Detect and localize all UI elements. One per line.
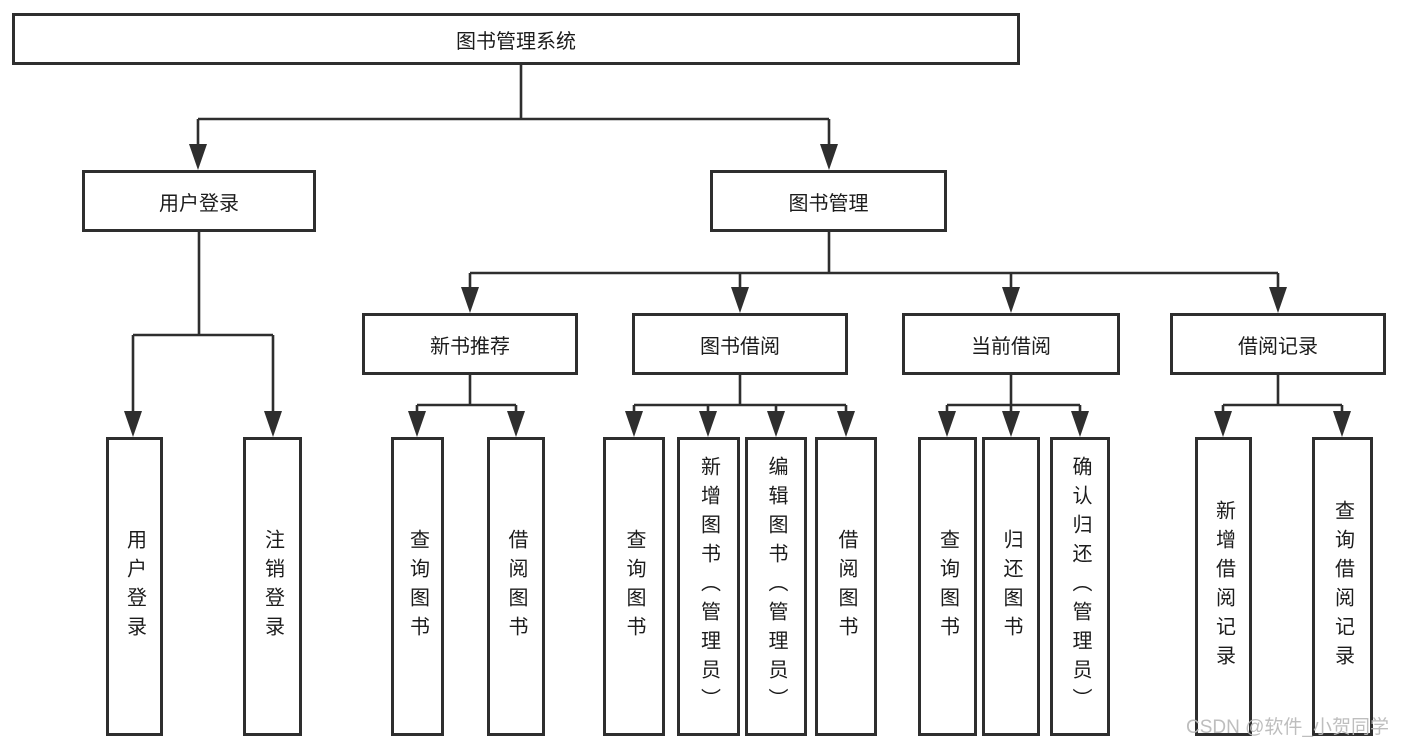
arrow-down-marker: [820, 144, 838, 170]
leaf-add-books-admin: 新增图书（管理员）: [677, 437, 740, 736]
node-user-login: 用户登录: [82, 170, 316, 232]
arrow-down-marker: [507, 411, 525, 437]
arrow-down-marker: [938, 411, 956, 437]
leaf-borrow-books-recommend: 借阅图书: [487, 437, 545, 736]
node-book-borrowing: 图书借阅: [632, 313, 848, 375]
arrow-down-marker: [767, 411, 785, 437]
arrow-down-marker: [1269, 287, 1287, 313]
leaf-query-borrow-record: 查询借阅记录: [1312, 437, 1373, 736]
node-current-borrowing: 当前借阅: [902, 313, 1120, 375]
arrow-down-marker: [264, 411, 282, 437]
arrow-down-marker: [408, 411, 426, 437]
arrow-down-marker: [461, 287, 479, 313]
node-book-management: 图书管理: [710, 170, 947, 232]
arrow-down-marker: [1214, 411, 1232, 437]
leaf-query-books-current: 查询图书: [918, 437, 977, 736]
arrow-down-marker: [124, 411, 142, 437]
leaf-query-books-recommend: 查询图书: [391, 437, 444, 736]
arrow-down-marker: [731, 287, 749, 313]
arrow-down-marker: [1002, 411, 1020, 437]
leaf-logout: 注销登录: [243, 437, 302, 736]
arrow-down-marker: [1071, 411, 1089, 437]
leaf-query-books-borrow: 查询图书: [603, 437, 665, 736]
arrow-down-marker: [625, 411, 643, 437]
node-new-book-recommendation: 新书推荐: [362, 313, 578, 375]
node-library-management-system: 图书管理系统: [12, 13, 1020, 65]
csdn-watermark: CSDN @软件_小贺同学: [1186, 717, 1389, 738]
arrow-down-marker: [1333, 411, 1351, 437]
arrow-down-marker: [699, 411, 717, 437]
leaf-add-borrow-record: 新增借阅记录: [1195, 437, 1252, 736]
arrow-down-marker: [189, 144, 207, 170]
leaf-borrow-books: 借阅图书: [815, 437, 877, 736]
arrow-down-marker: [1002, 287, 1020, 313]
leaf-confirm-return-admin: 确认归还（管理员）: [1050, 437, 1110, 736]
leaf-return-books: 归还图书: [982, 437, 1040, 736]
node-borrowing-records: 借阅记录: [1170, 313, 1386, 375]
leaf-edit-books-admin: 编辑图书（管理员）: [745, 437, 807, 736]
leaf-user-login: 用户登录: [106, 437, 163, 736]
arrow-down-marker: [837, 411, 855, 437]
